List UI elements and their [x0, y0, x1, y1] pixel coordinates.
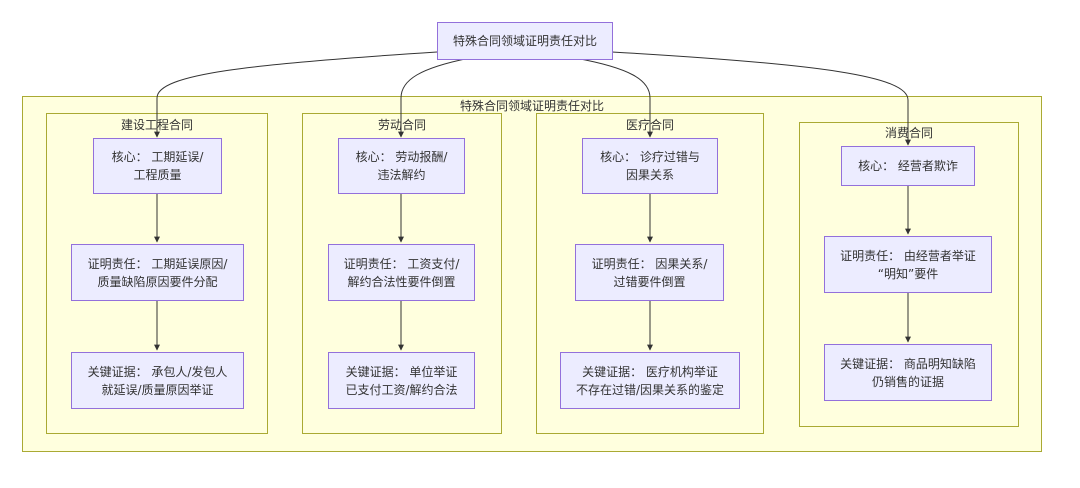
edge-root-medical [574, 57, 653, 138]
labor-burden-node[interactable]: 证明责任： 工资支付/ 解约合法性要件倒置 [328, 244, 475, 301]
cluster-labor-title: 劳动合同 [377, 118, 426, 132]
construction-evidence-node[interactable]: 关键证据： 承包人/发包人 就延误/质量原因举证 [71, 352, 244, 409]
edge-root-labor [398, 57, 471, 138]
consumer-core-node[interactable]: 核心： 经营者欺诈 [841, 146, 975, 186]
medical-core-node[interactable]: 核心： 诊疗过错与 因果关系 [582, 138, 718, 194]
outer-cluster-title: 特殊合同领域证明责任对比 [459, 99, 604, 113]
consumer-evidence-node[interactable]: 关键证据： 商品明知缺陷 仍销售的证据 [824, 344, 992, 401]
medical-burden-node[interactable]: 证明责任： 因果关系/ 过错要件倒置 [575, 244, 724, 301]
consumer-burden-node[interactable]: 证明责任： 由经营者举证 “明知”要件 [824, 236, 992, 293]
construction-burden-node[interactable]: 证明责任： 工期延误原因/ 质量缺陷原因要件分配 [71, 244, 244, 301]
root-node[interactable]: 特殊合同领域证明责任对比 [437, 22, 613, 60]
medical-evidence-node[interactable]: 关键证据： 医疗机构举证 不存在过错/因果关系的鉴定 [560, 352, 740, 409]
cluster-consumer-title: 消费合同 [884, 126, 933, 140]
construction-core-node[interactable]: 核心： 工期延误/ 工程质量 [93, 138, 222, 194]
edge-root-consumer [611, 51, 911, 146]
labor-evidence-node[interactable]: 关键证据： 单位举证 已支付工资/解约合法 [328, 352, 475, 409]
edge-root-construction [154, 51, 438, 138]
labor-core-node[interactable]: 核心： 劳动报酬/ 违法解约 [338, 138, 465, 194]
